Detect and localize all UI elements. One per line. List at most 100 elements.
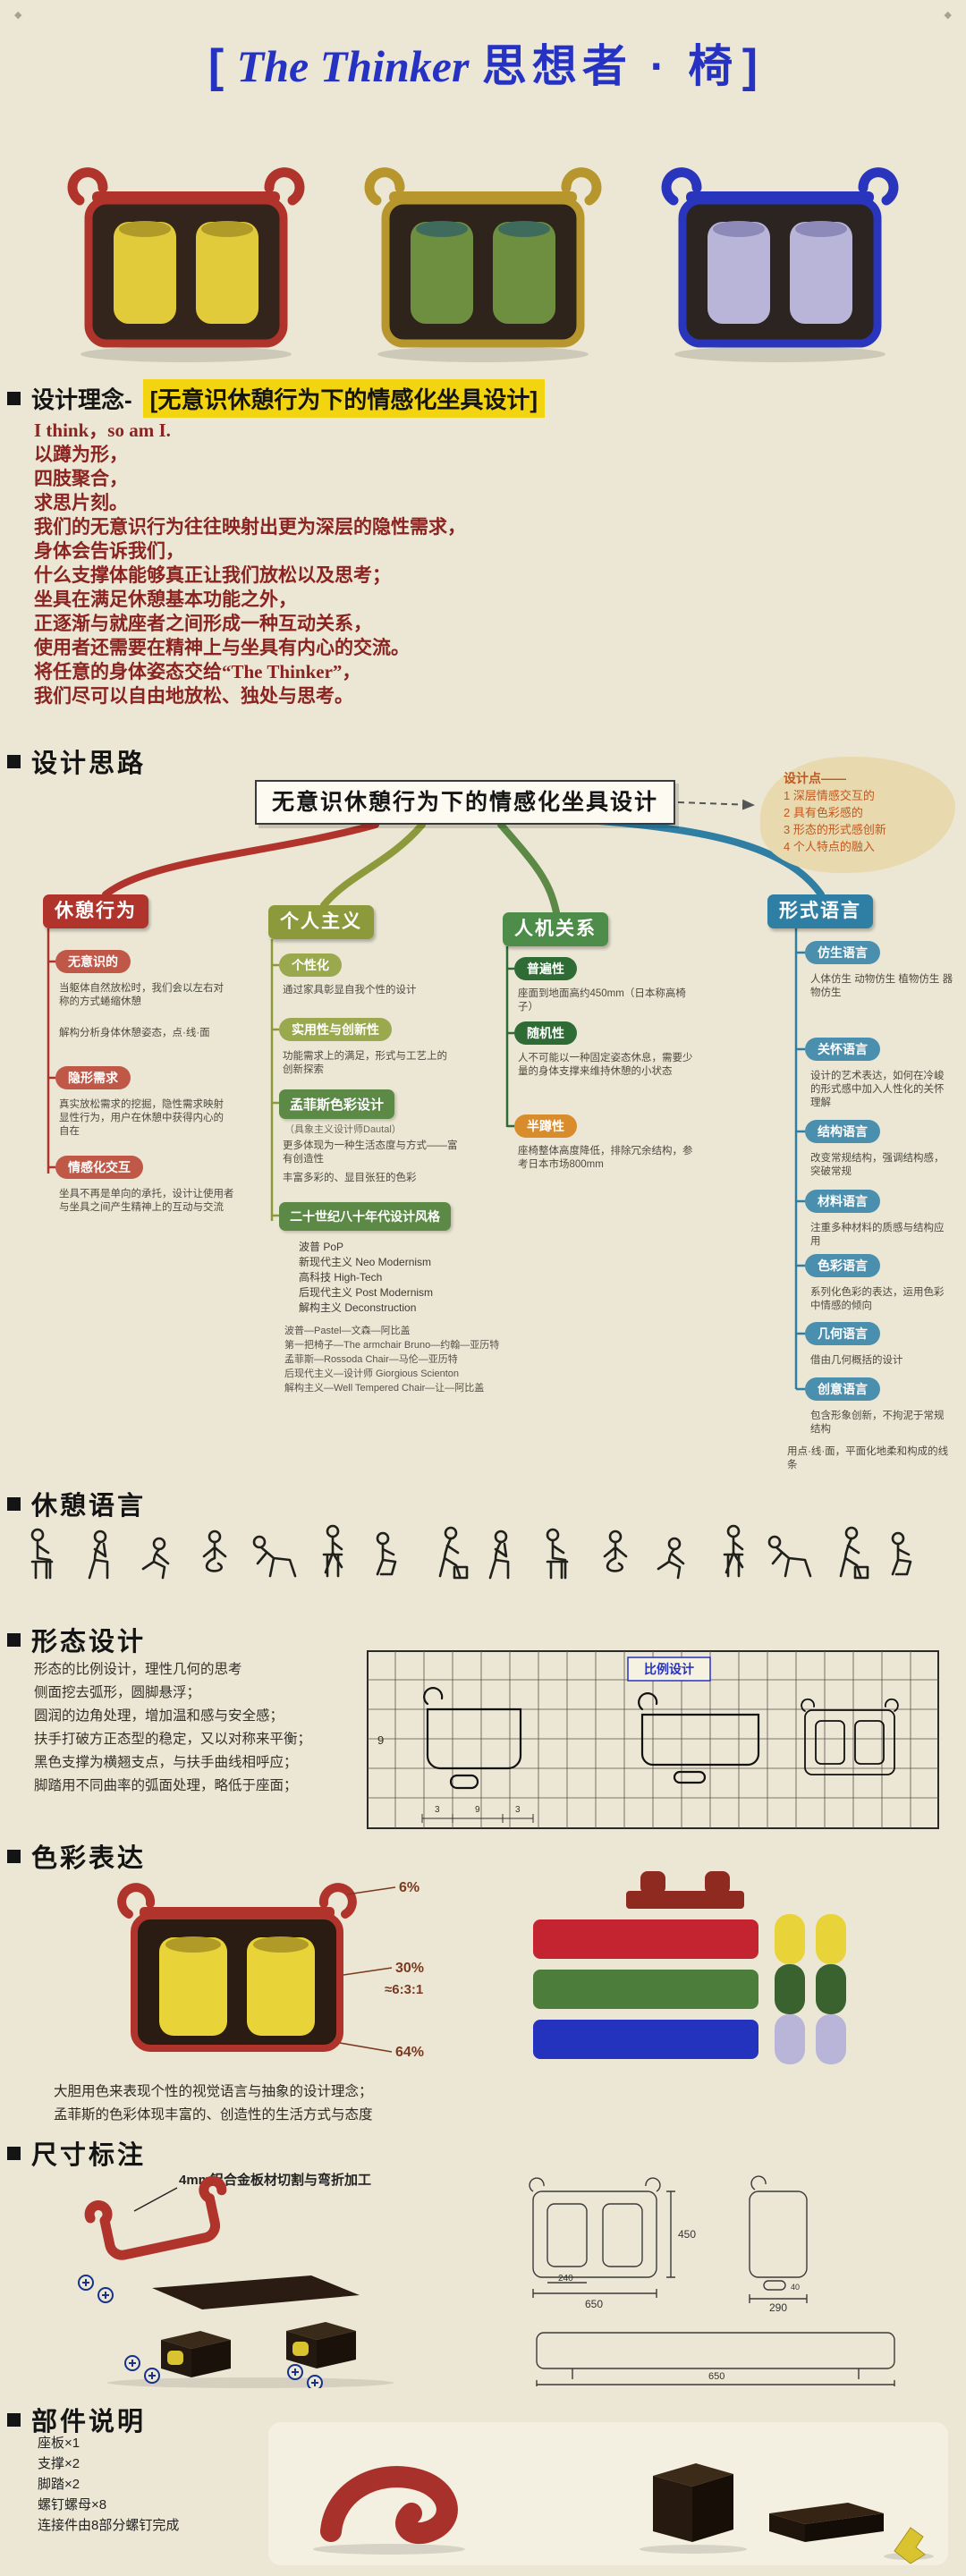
support-slab-photo [769, 2503, 884, 2542]
branch-individualism: 个人主义 [268, 905, 374, 939]
node-memphis-color: 孟菲斯色彩设计 [279, 1089, 395, 1119]
reference-chair: 波普—Pastel—文森—阿比盖 [284, 1326, 411, 1336]
section-title: 设计思路 [31, 750, 147, 778]
note-line: 4 个人特点的融入 [784, 840, 875, 853]
dim-seat: 240 [558, 2274, 573, 2284]
part-item: 脚踏×2 [38, 2477, 80, 2492]
node-desc: 真实放松需求的挖掘，隐性需求映射显性行为，用户在休憩中获得内心的自在 [59, 1099, 224, 1137]
node-desc: 座椅整体高度降低，排除冗余结构，参考日本市场800mm [518, 1146, 693, 1170]
pct-frame: 6% [399, 1880, 419, 1895]
node-desc: 当躯体自然放松时，我们会以左右对称的方式蜷缩休憩 [59, 983, 224, 1007]
poem-line: I think，so am I. [34, 419, 171, 441]
section-title: 休憩语言 [31, 1492, 147, 1521]
footrest-photo [894, 2527, 926, 2564]
title-bracket-right: ] [741, 40, 758, 92]
form-language-footnote: 用点·线·面，平面化地柔和构成的线条 [787, 1446, 949, 1470]
foot-block [161, 2331, 231, 2377]
node-personalization: 个性化 [279, 953, 342, 977]
node-desc: 设计的艺术表达，如何在冷峻的形式感中加入人性化的关怀理解 [810, 1071, 945, 1108]
node-desc: 更多体现为一种生活态度与方式——富有创造性 [283, 1140, 458, 1165]
reference-chair: 解构主义—Well Tempered Chair—让—阿比盖 [284, 1383, 485, 1394]
chair-renders [0, 134, 966, 367]
screw-marks [78, 2275, 323, 2388]
section-rest-language: 休憩语言 [7, 1485, 146, 1522]
node-utility-innovation: 实用性与创新性 [279, 1018, 392, 1041]
node-eighties-style: 二十世纪八十年代设计风格 [279, 1202, 451, 1231]
node-desc: 借由几何概括的设计 [810, 1355, 903, 1366]
poem-line: 将任意的身体姿态交给“The Thinker”， [34, 661, 361, 682]
note-line: 2 具有色彩感的 [784, 806, 863, 819]
reference-chair: 后现代主义—设计师 Giorgious Scienton [284, 1368, 459, 1379]
color-caption: 孟菲斯的色彩体现丰富的、创造性的生活方式与态度 [54, 2107, 373, 2123]
title-bracket-left: [ [208, 40, 225, 92]
chair-render-red-yellow [67, 167, 305, 362]
design-points-note: 设计点—— 1 深层情感交互的 2 具有色彩感的 3 形态的形式感创新 4 个人… [760, 757, 955, 873]
form-design-notes: 形态的比例设计，理性几何的思考 侧面挖去弧形，圆脚悬浮； 圆润的边角处理，增加温… [34, 1658, 311, 1798]
poem-line: 我们的无意识行为往往映射出更为深层的隐性需求， [34, 516, 466, 538]
dim-height: 450 [678, 2228, 696, 2241]
poem-line: 求思片刻。 [34, 492, 128, 513]
process-note: 4mm铝合金板材切割与弯折加工 [179, 2172, 371, 2188]
chair-render-blue-lavender [661, 167, 899, 362]
poem-line: 什么支撑体能够真正让我们放松以及思考； [34, 564, 391, 586]
form-note: 形态的比例设计，理性几何的思考 [34, 1662, 242, 1677]
node-desc: 功能需求上的满足，形式与工艺上的创新探索 [283, 1051, 447, 1075]
reference-chair-list: 波普—Pastel—文森—阿比盖 第一把椅子—The armchair Brun… [284, 1324, 499, 1395]
grid-seg-dim: 9 [475, 1805, 480, 1815]
part-item: 连接件由8部分螺钉完成 [38, 2518, 180, 2533]
grid-seg-dim: 3 [435, 1805, 440, 1815]
section-bullet [7, 1496, 21, 1511]
parts-list: 座板×1 支撑×2 脚踏×2 螺钉螺母×8 连接件由8部分螺钉完成 [38, 2433, 179, 2536]
section-title: 色彩表达 [31, 1844, 147, 1873]
node-desc: 系列化色彩的表达，运用色彩中情感的倾向 [810, 1287, 945, 1311]
corner-mark-right: ◆ [944, 10, 952, 21]
technical-drawings: 650 450 240 290 40 650 [529, 2175, 895, 2386]
support-block-photo [653, 2463, 733, 2542]
section-bullet [7, 2146, 21, 2160]
style-movement-list: 波普 PoP 新现代主义 Neo Modernism 高科技 High-Tech… [299, 1240, 433, 1316]
node-unconscious: 无意识的 [55, 950, 131, 973]
section-bullet [7, 1632, 21, 1647]
section-form-design: 形态设计 [7, 1621, 146, 1658]
reference-chair: 孟菲斯—Rossoda Chair—马伦—亚历特 [284, 1354, 458, 1365]
pct-seat: 64% [395, 2045, 424, 2060]
grid-side-dim: 9 [377, 1733, 384, 1747]
part-item: 座板×1 [38, 2436, 80, 2451]
branch-rest-behavior: 休憩行为 [43, 894, 148, 928]
note-line: 1 深层情感交互的 [784, 789, 875, 802]
dim-length: 650 [708, 2371, 724, 2382]
form-note: 圆润的边角处理，增加温和感与安全感； [34, 1708, 284, 1724]
title-english: The Thinker [236, 41, 470, 91]
node-desc: 通过家具彰显自我个性的设计 [283, 985, 417, 996]
node-color-language: 色彩语言 [805, 1254, 880, 1277]
poem-line: 坐具在满足休憩基本功能之外， [34, 589, 297, 610]
section-title: 尺寸标注 [31, 2141, 147, 2170]
node-desc: 人体仿生 动物仿生 植物仿生 器物仿生 [810, 974, 953, 998]
chair-render-gold-green [364, 167, 602, 362]
section-title: 形态设计 [31, 1628, 147, 1657]
poem-line: 我们尽可以自由地放松、独处与思考。 [34, 685, 353, 707]
part-item: 螺钉螺母×8 [38, 2497, 107, 2512]
concept-poem: I think，so am I. 以蹲为形， 四肢聚合， 求思片刻。 我们的无意… [34, 419, 466, 708]
dim-depth: 290 [769, 2301, 787, 2314]
node-universality: 普遍性 [514, 957, 577, 980]
section-color-expression: 色彩表达 [7, 1837, 146, 1875]
node-material-language: 材料语言 [805, 1190, 880, 1213]
node-desc: 人不可能以一种固定姿态休息，需要少量的身体支撑来维持休憩的小状态 [518, 1053, 693, 1077]
proportion-grid: 比例设计 9 3 9 3 [367, 1650, 939, 1829]
poem-line: 正逐渐与就座者之间形成一种互动关系， [34, 613, 372, 634]
form-note: 黑色支撑为横翘支点，与扶手曲线相呼应； [34, 1755, 298, 1770]
form-note: 脚踏用不同曲率的弧面处理，略低于座面； [34, 1778, 298, 1793]
poem-line: 以蹲为形， [34, 444, 128, 465]
style-item: 波普 PoP [299, 1241, 344, 1253]
page-title: [ The Thinker 思想者 · 椅 ] [0, 30, 966, 95]
node-hidden-need: 隐形需求 [55, 1066, 131, 1089]
node-desc: 座面到地面高约450mm（日本称高椅子） [518, 988, 686, 1013]
section-parts: 部件说明 [7, 2401, 146, 2438]
node-desc: 坐具不再是单向的承托，设计让使用者与坐具之间产生精神上的互动与交流 [59, 1189, 234, 1213]
node-randomness: 随机性 [514, 1021, 577, 1045]
node-care-language: 关怀语言 [805, 1038, 880, 1061]
style-item: 新现代主义 Neo Modernism [299, 1256, 432, 1268]
style-item: 后现代主义 Post Modernism [299, 1286, 434, 1299]
color-ratio: ≈6:3:1 [385, 1982, 423, 1997]
